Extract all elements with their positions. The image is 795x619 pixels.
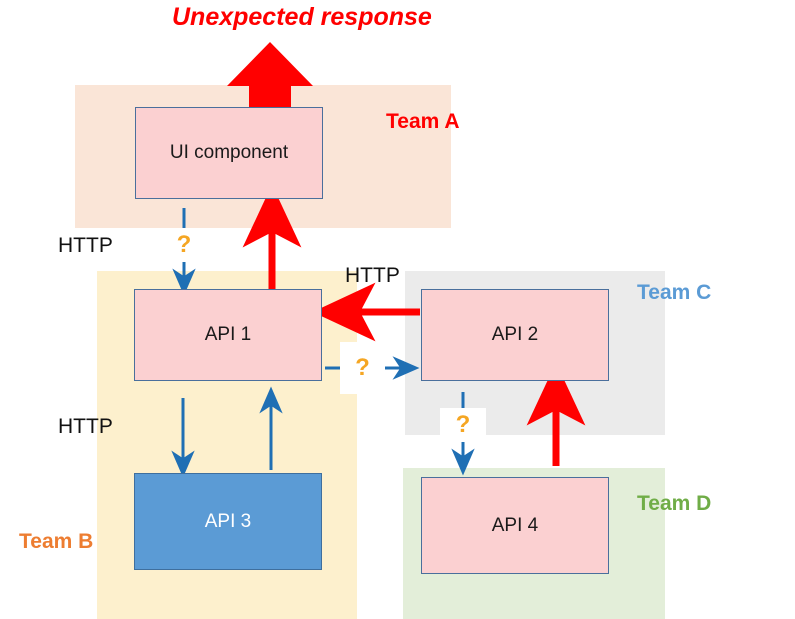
question-mark-glyph: ? — [355, 354, 370, 381]
team-d-label: Team D — [637, 492, 712, 515]
team-b-label: Team B — [19, 530, 94, 553]
question-marker-api1-api2: ? — [340, 342, 385, 394]
http-label-api2-api1: HTTP — [345, 264, 400, 287]
node-ui-component[interactable]: UI component — [135, 107, 323, 199]
question-mark-glyph: ? — [455, 411, 471, 438]
node-api-2[interactable]: API 2 — [421, 289, 609, 381]
question-mark-glyph: ? — [176, 231, 192, 258]
node-api-4[interactable]: API 4 — [421, 477, 609, 574]
team-a-label: Team A — [386, 110, 460, 133]
node-ui-component-label: UI component — [169, 142, 289, 163]
node-api-2-label: API 2 — [491, 324, 539, 345]
node-api-3-label: API 3 — [204, 510, 252, 532]
node-api-3[interactable]: API 3 — [134, 473, 322, 570]
http-label-api1-api3: HTTP — [58, 415, 113, 438]
team-c-label: Team C — [637, 281, 712, 304]
node-api-4-label: API 4 — [491, 514, 539, 536]
question-marker-ui-api1: ? — [166, 228, 202, 262]
page-title: Unexpected response — [172, 3, 432, 31]
http-label-ui-api1: HTTP — [58, 234, 113, 257]
question-marker-api2-api4: ? — [440, 408, 486, 442]
node-api-1-label: API 1 — [204, 324, 252, 345]
node-api-1[interactable]: API 1 — [134, 289, 322, 381]
